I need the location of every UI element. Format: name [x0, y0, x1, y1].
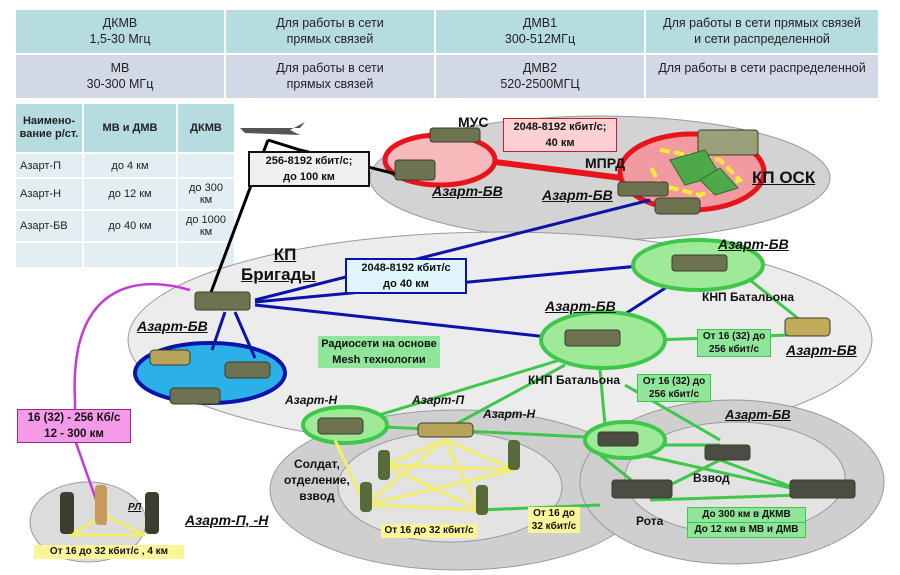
- tank-icon: [611, 479, 673, 499]
- label-azart-bv: Азарт-БВ: [718, 236, 789, 252]
- green-link: [719, 458, 801, 492]
- vehicle-icons: [149, 127, 856, 499]
- range-cell: до 1000 км: [178, 211, 234, 241]
- blue-link: [210, 311, 227, 351]
- blue-link: [254, 198, 651, 302]
- label-knp-battalion: КНП Батальона: [528, 373, 621, 387]
- label-azart-bv: Азарт-БВ: [137, 318, 208, 334]
- purpose-cell: Для работы в сети прямых связей: [226, 55, 434, 98]
- range-cell: до 12 км: [84, 179, 176, 209]
- range-row: Азарт-БВ до 40 км до 1000 км: [16, 211, 234, 241]
- tank-icon: [704, 444, 751, 461]
- label-company: Рота: [636, 514, 664, 528]
- label-azart-bv: Азарт-БВ: [545, 298, 616, 314]
- range-cell: до 40 км: [84, 211, 176, 241]
- range-header-row: Наимено-вание р/ст. МВ и ДМВ ДКМВ: [16, 104, 234, 152]
- label-kp-brigade: КП Бригады: [241, 245, 316, 284]
- knp-vehicle-icon: [564, 329, 621, 347]
- green-link: [619, 448, 801, 492]
- label-knp-battalion: КНП Батальона: [702, 290, 795, 304]
- apc-icon: [784, 317, 831, 337]
- range-row: [16, 243, 234, 267]
- blue-link: [233, 311, 257, 359]
- purpose-cell: Для работы в сети распределенной: [646, 55, 878, 98]
- green-link: [749, 278, 801, 322]
- label-platoon: Взвод: [693, 471, 730, 485]
- azart-n-apc-icon: [317, 417, 364, 435]
- azart-bv-vehicle-icon: [394, 159, 436, 181]
- apc-icon: [149, 349, 191, 366]
- uav-link-box: 256-8192 кбит/с;до 100 км: [248, 151, 370, 187]
- label-azart-bv: Азарт-БВ: [725, 407, 791, 422]
- range-cell: [178, 154, 234, 177]
- apc-icon: [169, 387, 221, 405]
- range-cell: до 4 км: [84, 154, 176, 177]
- header-vhf-uhf: МВ и ДМВ: [84, 104, 176, 152]
- label-rl: РЛ: [128, 502, 142, 513]
- uav-icon: [240, 122, 305, 135]
- range-row: Азарт-Н до 12 км до 300 км: [16, 179, 234, 209]
- green-link: [444, 363, 566, 432]
- label-mus: МУС: [458, 114, 489, 130]
- blue-link: [254, 303, 576, 342]
- label-azart-p: Азарт-П: [412, 393, 465, 407]
- soldier-icons: [60, 440, 520, 534]
- mus-vehicle-icon: [429, 127, 481, 143]
- truck-icon: [697, 129, 759, 156]
- label-azart-pn: Азарт-П, -Н: [185, 512, 269, 528]
- osk-link-box: 2048-8192 кбит/с;40 км: [503, 118, 617, 152]
- range-cell: Азарт-П: [16, 154, 82, 177]
- header-hf: ДКМВ: [178, 104, 234, 152]
- label-azart-bv: Азарт-БВ: [786, 342, 857, 358]
- infantry-link-box: От 16 до 32 кбит/с , 4 км: [34, 545, 184, 559]
- range-cell: до 300 км: [178, 179, 234, 209]
- tank-icon: [597, 431, 639, 447]
- range-row: Азарт-П до 4 км: [16, 154, 234, 177]
- label-azart-bv: Азарт-БВ: [432, 183, 503, 199]
- label-soldier-squad-platoon: Солдат, отделение, взвод: [284, 457, 350, 503]
- range-cell: Азарт-Н: [16, 179, 82, 209]
- squad-mesh-box: От 16 до 32 кбит/с: [381, 524, 477, 538]
- label-kp-osk: КП ОСК: [752, 168, 816, 187]
- label-azart-n: Азарт-Н: [285, 393, 338, 407]
- azart-p-apc-icon: [417, 422, 474, 438]
- magenta-link: [73, 282, 191, 526]
- tank-icon: [789, 479, 856, 499]
- label-azart-bv: Азарт-БВ: [542, 187, 613, 203]
- knp-vehicle-icon: [671, 254, 728, 272]
- green-link: [649, 493, 801, 502]
- tent-icons: [669, 149, 739, 196]
- tank-range-box: До 300 км в ДКМВ До 12 км в МВ и ДМВ: [687, 507, 806, 538]
- green-link: [598, 369, 607, 426]
- purpose-cell: Для работы в сети прямых связей: [226, 10, 434, 53]
- label-azart-n: Азарт-Н: [483, 407, 536, 421]
- apc-icon: [224, 361, 271, 379]
- radio-range-table: Наимено-вание р/ст. МВ и ДМВ ДКМВ Азарт-…: [14, 102, 236, 269]
- apc-icon: [654, 197, 701, 215]
- mprd-vehicle-icon: [617, 181, 669, 197]
- kp-brigade-vehicle-icon: [194, 291, 251, 311]
- label-mprd: МПРД: [585, 155, 626, 171]
- red-link: [494, 159, 623, 181]
- purpose-cell: Для работы в сети прямых связей и сети р…: [646, 10, 878, 53]
- range-cell: Азарт-БВ: [16, 211, 82, 241]
- header-name: Наимено-вание р/ст.: [16, 104, 82, 152]
